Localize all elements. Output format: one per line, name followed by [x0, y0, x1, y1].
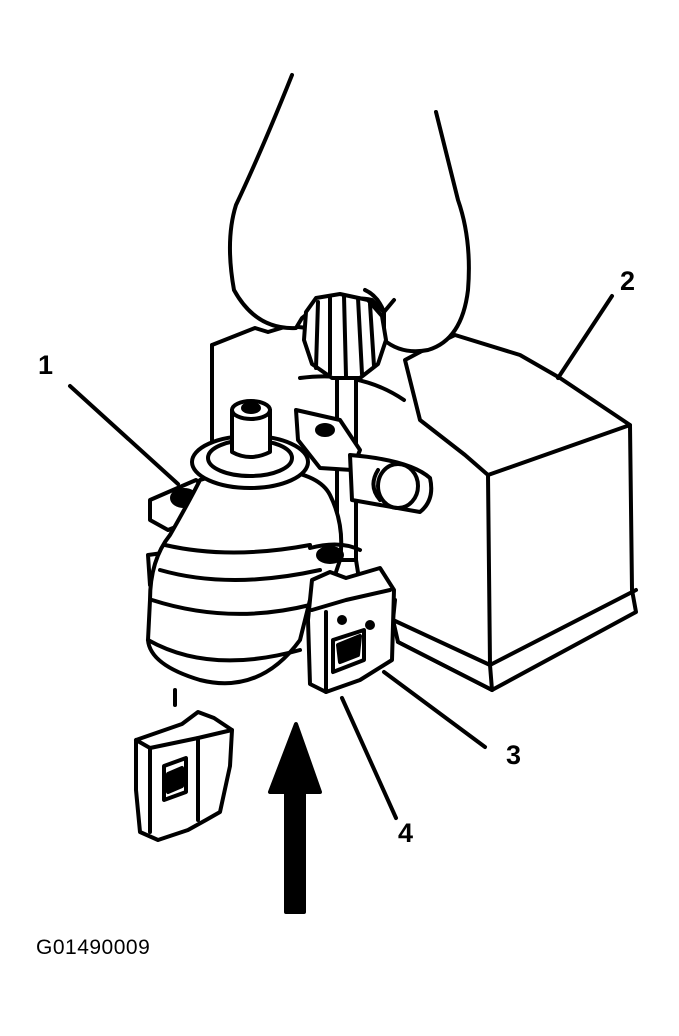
push-direction-arrow: [268, 722, 322, 914]
callout-3: 3: [506, 740, 521, 770]
leader-line-1: [68, 384, 180, 486]
figure-reference-code: G01490009: [36, 936, 151, 959]
retaining-clip-removed: [134, 688, 234, 842]
retaining-clip-installed: [306, 566, 396, 694]
leader-line-3: [382, 670, 487, 749]
callout-4: 4: [398, 818, 413, 848]
leader-line-2: [556, 294, 614, 380]
callout-2: 2: [620, 266, 635, 296]
leader-line-4: [340, 696, 398, 820]
pump-body: [146, 399, 434, 686]
callout-1: 1: [38, 350, 53, 380]
